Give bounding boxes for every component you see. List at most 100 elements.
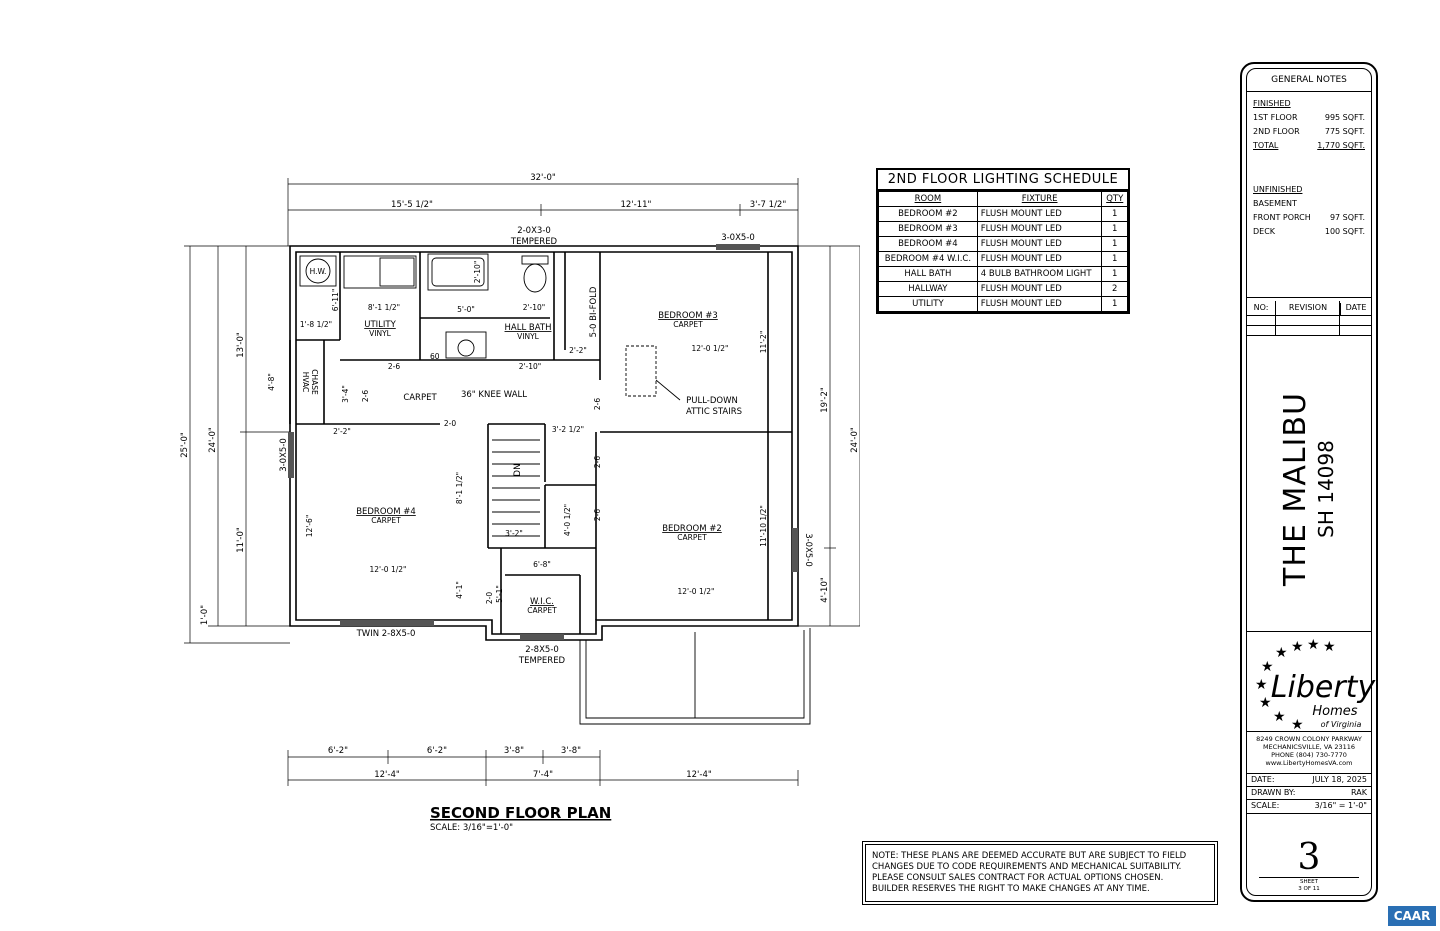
room-labels: UTILITY VINYL HALL BATH VINYL HVAC CHASE… <box>301 286 742 615</box>
svg-text:★: ★ <box>1255 677 1268 693</box>
schedule-cell: FLUSH MOUNT LED <box>976 236 1103 252</box>
project-name-block: THE MALIBU SH 14098 <box>1278 392 1338 587</box>
front-porch-label: FRONT PORCH <box>1253 213 1311 222</box>
schedule-cell: 2 <box>1101 281 1128 297</box>
schedule-cell: 4 BULB BATHROOM LIGHT <box>976 266 1103 282</box>
room-bedroom-3-floor: CARPET <box>673 320 703 329</box>
windows: 2-0X3-0 TEMPERED 3-0X5-0 3-0X5-0 3-0X5-0… <box>279 226 813 666</box>
schedule-cell: 1 <box>1101 251 1128 267</box>
schedule-cell: FLUSH MOUNT LED <box>976 251 1103 267</box>
liberty-homes-logo: ★ ★ ★ ★ ★ ★ ★ ★ ★ Liberty Homes of Virgi… <box>1255 637 1377 733</box>
table-row: BEDROOM #4 W.I.C. FLUSH MOUNT LED 1 <box>878 251 1128 267</box>
logo-stars-icon: ★ ★ ★ ★ ★ ★ ★ ★ ★ <box>1255 637 1336 733</box>
dim-room-23: 5'-1" <box>495 585 504 603</box>
dim-room-21: 6'-8" <box>533 560 551 569</box>
dim-right-4: 4'-10" <box>820 577 830 603</box>
dim-room-14: 3'-2 1/2" <box>552 425 584 434</box>
schedule-cell: 1 <box>1101 296 1128 312</box>
room-bedroom-2-floor: CARPET <box>677 533 707 542</box>
schedule-col-room: ROOM <box>878 191 978 207</box>
address-line: MECHANICSVILLE, VA 23116 <box>1262 743 1356 751</box>
bottom-dimensions: 6'-2" 6'-2" 3'-8" 3'-8" 12'-4" 7'-4" 12'… <box>287 746 799 786</box>
rev-date-header: DATE <box>1345 303 1367 312</box>
svg-text:★: ★ <box>1323 639 1336 655</box>
note-line: PLEASE CONSULT SALES CONTRACT FOR ACTUAL… <box>872 873 1164 883</box>
left-dimensions: 25'-0" 24'-0" 13'-0" 11'-0" 1'-0" <box>180 245 290 644</box>
door-label-7: 2-0 <box>485 592 494 604</box>
svg-text:★: ★ <box>1275 645 1288 661</box>
schedule-col-qty: QTY <box>1101 191 1128 207</box>
schedule-cell: HALL BATH <box>878 266 978 282</box>
general-notes-title: GENERAL NOTES <box>1271 75 1347 85</box>
note-line: NOTE: THESE PLANS ARE DEEMED ACCURATE BU… <box>872 851 1187 861</box>
dim-room-9: 12'-0 1/2" <box>692 344 729 353</box>
dim-room-17: 12'-0 1/2" <box>370 565 407 574</box>
schedule-cell: 1 <box>1101 236 1128 252</box>
dim-bottom-inner-4: 3'-8" <box>561 746 581 756</box>
svg-text:★: ★ <box>1261 659 1274 675</box>
rev-no-header: NO: <box>1247 303 1276 315</box>
table-row: HALLWAY FLUSH MOUNT LED 2 <box>878 281 1128 297</box>
dim-room-8: 2'-2" <box>569 346 587 355</box>
sheet-number: 3 <box>1297 837 1321 878</box>
schedule-cell: FLUSH MOUNT LED <box>976 296 1103 312</box>
scale-value: 3/16" = 1'-0" <box>1314 801 1367 810</box>
table-row: BEDROOM #4 FLUSH MOUNT LED 1 <box>878 236 1128 252</box>
room-hall-bath-floor: VINYL <box>517 332 540 341</box>
note-line: CHANGES DUE TO CODE REQUIREMENTS AND MEC… <box>872 862 1182 872</box>
room-wic: W.I.C. <box>530 597 554 607</box>
knee-wall-label: 36" KNEE WALL <box>461 390 527 400</box>
finished-heading: FINISHED <box>1253 99 1291 108</box>
door-label-6: 2-6 <box>593 509 602 521</box>
dim-room-16: 12'-6" <box>305 515 314 538</box>
schedule-col-fixture: FIXTURE <box>976 191 1103 207</box>
logo-of-virginia: of Virginia <box>1321 720 1362 729</box>
dim-room-1: 6'-11" <box>331 289 340 312</box>
deck-value: 100 SQFT. <box>1324 227 1365 236</box>
room-chase: CHASE <box>310 369 319 395</box>
plan-title: SECOND FLOOR PLAN <box>430 804 611 822</box>
revision-header: NO: REVISION DATE <box>1247 303 1371 315</box>
room-utility: UTILITY <box>364 320 396 330</box>
company-address: 8249 CROWN COLONY PARKWAY MECHANICSVILLE… <box>1247 735 1371 767</box>
table-row: UTILITY FLUSH MOUNT LED 1 <box>878 296 1128 312</box>
room-bedroom-4: BEDROOM #4 <box>356 507 416 517</box>
dim-room-22: 4'-1" <box>455 581 464 599</box>
pulldown-label: PULL-DOWN <box>686 396 738 406</box>
unfinished-heading: UNFINISHED <box>1253 185 1303 194</box>
scale-label: SCALE: <box>1251 801 1280 810</box>
dim-left-24: 24'-0" <box>208 427 218 453</box>
vanity-label: 60 <box>430 352 440 361</box>
door-labels: 2-6 2-6 2-0 2-6 2-6 2-6 2-0 <box>361 362 602 604</box>
dim-bottom-outer-1: 12'-4" <box>374 770 400 780</box>
dim-room-20: 11'-10 1/2" <box>759 505 768 547</box>
dim-room-15: 8'-1 1/2" <box>455 472 464 504</box>
date-label: DATE: <box>1251 775 1275 784</box>
dim-room-5: 2'-10" <box>523 303 546 312</box>
right-dimensions: 19'-2" 24'-0" 4'-10" <box>798 245 860 627</box>
dim-left-1: 1'-0" <box>200 605 210 625</box>
room-bedroom-4-floor: CARPET <box>371 516 401 525</box>
dim-left-11: 11'-0" <box>236 527 246 553</box>
dim-right-24: 24'-0" <box>850 427 860 453</box>
project-code: SH 14098 <box>1314 440 1338 538</box>
stairs: DN <box>492 439 540 537</box>
dim-bottom-outer-2: 7'-4" <box>533 770 553 780</box>
schedule-cell: 1 <box>1101 206 1128 222</box>
dim-left-25: 25'-0" <box>180 432 190 458</box>
website-line: www.LibertyHomesVA.com <box>1265 759 1353 767</box>
dim-room-7: 1'-8 1/2" <box>300 320 332 329</box>
phone-line: PHONE (804) 730-7770 <box>1271 751 1347 759</box>
first-floor-label: 1ST FLOOR <box>1253 113 1298 122</box>
address-line: 8249 CROWN COLONY PARKWAY <box>1256 735 1362 743</box>
stairs-down-label: DN <box>513 464 523 477</box>
dim-room-11: 4'-8" <box>267 373 276 391</box>
drawn-by-label: DRAWN BY: <box>1251 788 1296 797</box>
porch-outline <box>579 628 811 725</box>
logo-wordmark: Liberty <box>1271 670 1377 705</box>
hall-carpet: CARPET <box>403 393 437 403</box>
dim-room-3: 5'-0" <box>457 305 475 314</box>
project-name: THE MALIBU <box>1278 392 1313 587</box>
second-floor-label: 2ND FLOOR <box>1253 127 1300 136</box>
